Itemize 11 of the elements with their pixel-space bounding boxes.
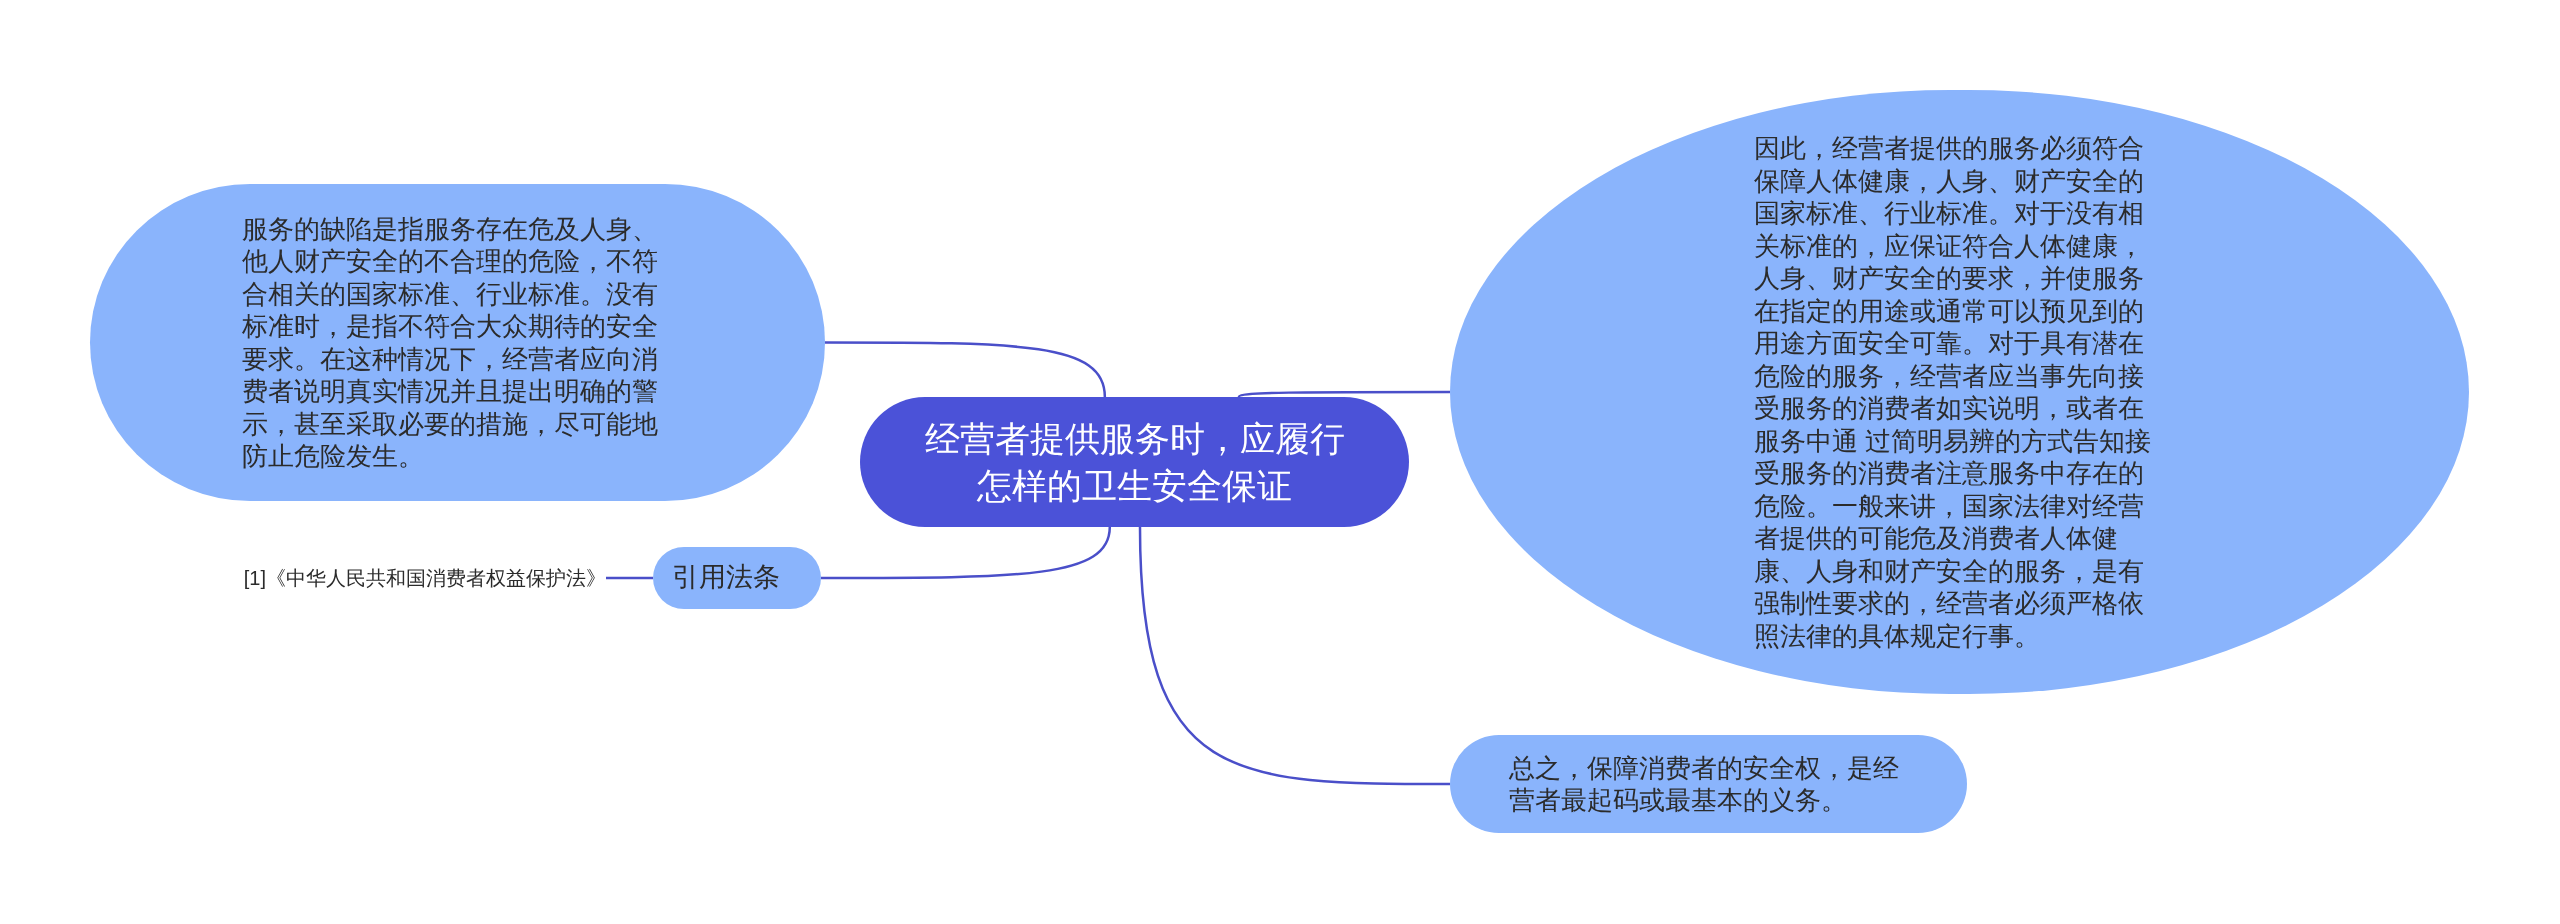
citation-text: [1]《中华人民共和国消费者权益保护法》 [214, 560, 606, 596]
topic-text: 总之，保障消费者的安全权，是经营者最起码或最基本的义务。 [1508, 751, 1900, 817]
connector-line [606, 576, 653, 580]
topic-text: 服务的缺陷是指服务存在危及人身、他人财产安全的不合理的危险，不符合相关的国家标准、行业标准。没有标准时，是指不符合大众期待的安全要求。在这种情况下，经营者应向消费者说明真实情况并且提出明确的警示，甚至采取必要的措施，尽可能地防止危险发生。 [241, 212, 659, 473]
topic-text: 因此，经营者提供的服务必须符合保障人体健康，人身、财产安全的国家标准、行业标准。对于没有相关标准的，应保证符合人体健康，人身、财产安全的要求，并使服务在指定的用途或通常可以预见到的用途方面安全可靠。对于具有潜在危险的服务，经营者应当事先向接受服务的消费者如实说明，或者在服务中通 过简明易辨的方式告知接受服务的消费者注意服务中存在的危险。一般来讲，国家法律对经营者提供的可能危及消费者人体健康、人身和财产安全的服务，是有强制性要求的，经营者必须严格依照法律的具体规定行事。 [1753, 132, 2152, 652]
connector-line [1238, 390, 1450, 399]
topic-text: 引用法条 [672, 561, 781, 595]
connector-line [1138, 526, 1450, 786]
connector-line [821, 526, 1112, 580]
connector-line [825, 341, 1107, 398]
central-topic-text: 经营者提供服务时，应履行怎样的卫生安全保证 [924, 417, 1345, 507]
